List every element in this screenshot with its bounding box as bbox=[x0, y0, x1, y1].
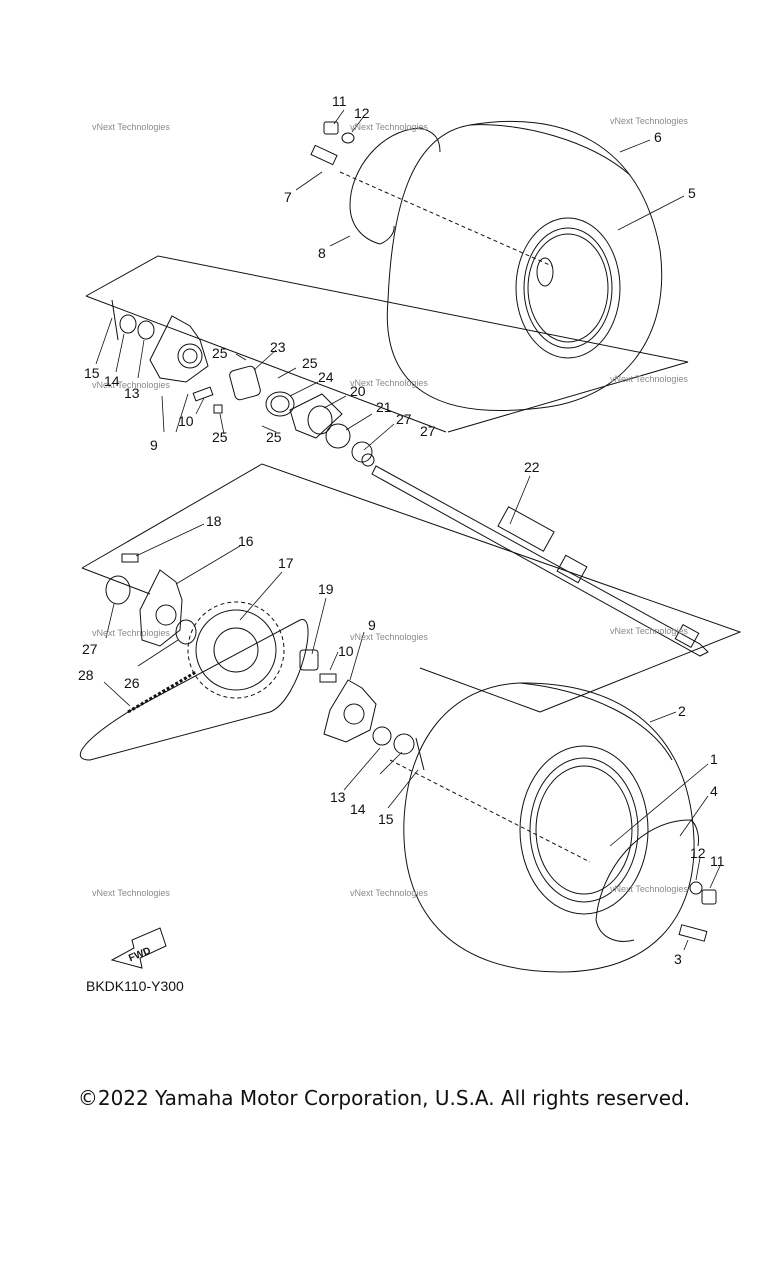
watermark: vNext Technologies bbox=[350, 122, 428, 132]
callout-13: 13 bbox=[124, 385, 140, 401]
callout-5: 5 bbox=[688, 185, 696, 201]
callout-2: 2 bbox=[678, 703, 686, 719]
callout-19: 19 bbox=[318, 581, 334, 597]
diagram-code: BKDK110-Y300 bbox=[86, 978, 184, 994]
upper-wheel-cap-ring bbox=[349, 127, 421, 245]
callout-16: 16 bbox=[238, 533, 254, 549]
watermark: vNext Technologies bbox=[350, 378, 428, 388]
callout-13: 13 bbox=[330, 789, 346, 805]
callout-9: 9 bbox=[150, 437, 158, 453]
axle-shaft bbox=[371, 465, 709, 657]
callout-15: 15 bbox=[84, 365, 100, 381]
callouts: 11 12 6 7 5 8 15 14 13 25 23 25 24 20 10… bbox=[78, 93, 725, 967]
callout-26: 26 bbox=[124, 675, 140, 691]
callout-14: 14 bbox=[104, 373, 120, 389]
callout-8: 8 bbox=[318, 245, 326, 261]
callout-11: 11 bbox=[710, 853, 725, 869]
callout-14: 14 bbox=[350, 801, 366, 817]
watermark: vNext Technologies bbox=[610, 374, 688, 384]
callout-28: 28 bbox=[78, 667, 94, 683]
callout-7: 7 bbox=[284, 189, 292, 205]
callout-11: 11 bbox=[332, 93, 347, 109]
callout-15: 15 bbox=[378, 811, 394, 827]
drive-chain bbox=[79, 619, 309, 761]
callout-10: 10 bbox=[338, 643, 354, 659]
lower-washer bbox=[689, 881, 703, 895]
watermark: vNext Technologies bbox=[92, 888, 170, 898]
fwd-arrow-icon bbox=[110, 927, 167, 969]
callout-6: 6 bbox=[654, 129, 662, 145]
callout-21: 21 bbox=[376, 399, 392, 415]
lower-hub-assembly bbox=[319, 673, 425, 771]
callout-25: 25 bbox=[212, 429, 228, 445]
callout-22: 22 bbox=[524, 459, 540, 475]
upper-tire bbox=[386, 120, 663, 411]
lower-panel-outline bbox=[81, 463, 742, 713]
upper-wheel-stud bbox=[310, 144, 338, 166]
upper-panel-outline bbox=[85, 255, 689, 433]
callout-25: 25 bbox=[266, 429, 282, 445]
callout-17: 17 bbox=[278, 555, 294, 571]
watermark: vNext Technologies bbox=[92, 380, 170, 390]
fwd-label: FWD bbox=[127, 946, 152, 965]
watermark: vNext Technologies bbox=[92, 122, 170, 132]
callout-3: 3 bbox=[674, 951, 682, 967]
watermark: vNext Technologies bbox=[350, 632, 428, 642]
watermark: vNext Technologies bbox=[610, 626, 688, 636]
callout-24: 24 bbox=[318, 369, 334, 385]
callout-10: 10 bbox=[178, 413, 194, 429]
callout-27: 27 bbox=[82, 641, 98, 657]
callout-1: 1 bbox=[710, 751, 718, 767]
lower-lug-nut bbox=[701, 889, 717, 905]
callout-25: 25 bbox=[212, 345, 228, 361]
callout-27: 27 bbox=[420, 423, 436, 439]
upper-hub-assembly bbox=[111, 299, 375, 467]
lower-tire bbox=[403, 682, 695, 973]
watermark: vNext Technologies bbox=[92, 628, 170, 638]
lower-wheel-stud bbox=[678, 924, 708, 942]
callout-4: 4 bbox=[710, 783, 718, 799]
upper-lug-nut bbox=[323, 121, 339, 135]
watermark: vNext Technologies bbox=[610, 884, 688, 894]
copyright-notice: ©2022 Yamaha Motor Corporation, U.S.A. A… bbox=[77, 1086, 691, 1110]
watermark: vNext Technologies bbox=[350, 888, 428, 898]
sprocket-assembly bbox=[105, 553, 319, 699]
callout-25: 25 bbox=[302, 355, 318, 371]
callout-9: 9 bbox=[368, 617, 376, 633]
watermarks: vNext Technologies vNext Technologies vN… bbox=[92, 116, 688, 898]
callout-20: 20 bbox=[350, 383, 366, 399]
watermark: vNext Technologies bbox=[610, 116, 688, 126]
upper-washer bbox=[341, 132, 355, 144]
callout-12: 12 bbox=[354, 105, 370, 121]
callout-12: 12 bbox=[690, 845, 706, 861]
callout-27: 27 bbox=[396, 411, 412, 427]
callout-18: 18 bbox=[206, 513, 222, 529]
callout-23: 23 bbox=[270, 339, 286, 355]
lower-wheel-cap-ring bbox=[595, 819, 691, 942]
